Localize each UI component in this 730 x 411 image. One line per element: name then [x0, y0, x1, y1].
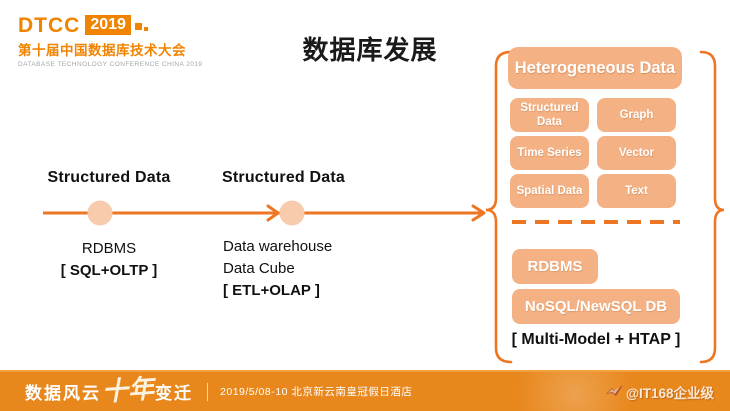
milestone-dot-2	[279, 200, 305, 226]
footer-anniversary-calligraphy: 十年	[100, 373, 155, 407]
footer-divider	[207, 382, 209, 401]
milestone-1-tag: [ SQL+OLTP ]	[60, 262, 158, 279]
arrowhead-mid-icon	[266, 204, 280, 222]
panel-header: Heterogeneous Data	[508, 47, 682, 89]
logo-pixel-decoration-icon	[134, 16, 150, 34]
engine-box-rdbms: RDBMS	[512, 249, 598, 284]
data-type-box-vector: Vector	[597, 136, 676, 170]
footer-globe-decoration	[515, 372, 635, 411]
data-type-box-timeseries: Time Series	[510, 136, 589, 170]
watermark-text: @IT168企业级	[625, 385, 714, 401]
milestone-1-detail: RDBMS [ SQL+OLTP ]	[30, 238, 188, 282]
data-type-box-text: Text	[597, 174, 676, 208]
milestone-2-heading: Structured Data	[222, 169, 346, 186]
it168-bird-icon	[605, 385, 623, 396]
data-type-box-structured: Structured Data	[510, 98, 589, 132]
slide-title: 数据库发展	[302, 35, 438, 65]
milestone-dot-1	[87, 200, 113, 226]
logo-year-badge: 2019	[85, 14, 131, 36]
milestone-1-heading: Structured Data	[47, 169, 171, 186]
watermark: @IT168企业级	[605, 382, 714, 402]
milestone-2-line-2: Data Cube	[223, 260, 295, 277]
logo-title-cn: 第十届中国数据库技术大会	[18, 43, 186, 58]
milestone-2-line-1: Data warehouse	[223, 238, 333, 255]
data-type-box-spatial: Spatial Data	[510, 174, 589, 208]
milestone-2-detail: Data warehouse Data Cube [ ETL+OLAP ]	[223, 236, 332, 302]
engine-box-nosql-newsql: NoSQL/NewSQL DB	[512, 289, 680, 324]
conference-logo: DTCC 2019 第十届中国数据库技术大会 DATABASE TECHNOLO…	[18, 13, 203, 69]
left-brace	[485, 50, 513, 364]
milestone-2-tag: [ ETL+OLAP ]	[223, 282, 320, 299]
milestone-1-line-1: RDBMS	[81, 240, 137, 257]
footer-brand: 数据风云	[25, 384, 101, 403]
right-brace	[699, 50, 725, 364]
footer-event-info: 2019/5/08-10 北京新云南皇冠假日酒店	[220, 386, 413, 398]
arrowhead-end-icon	[471, 204, 486, 222]
data-type-box-graph: Graph	[597, 98, 676, 132]
data-type-grid: Structured Data Graph Time Series Vector…	[510, 98, 676, 208]
logo-brand-text: DTCC	[18, 13, 81, 37]
panel-tag: [ Multi-Model + HTAP ]	[511, 331, 681, 348]
footer-bar: 数据风云 十年 变迁 2019/5/08-10 北京新云南皇冠假日酒店 @IT1…	[0, 370, 730, 411]
logo-title-en: DATABASE TECHNOLOGY CONFERENCE CHINA 201…	[18, 61, 203, 68]
footer-suffix: 变迁	[155, 384, 194, 403]
logo-top-row: DTCC 2019	[18, 13, 203, 37]
